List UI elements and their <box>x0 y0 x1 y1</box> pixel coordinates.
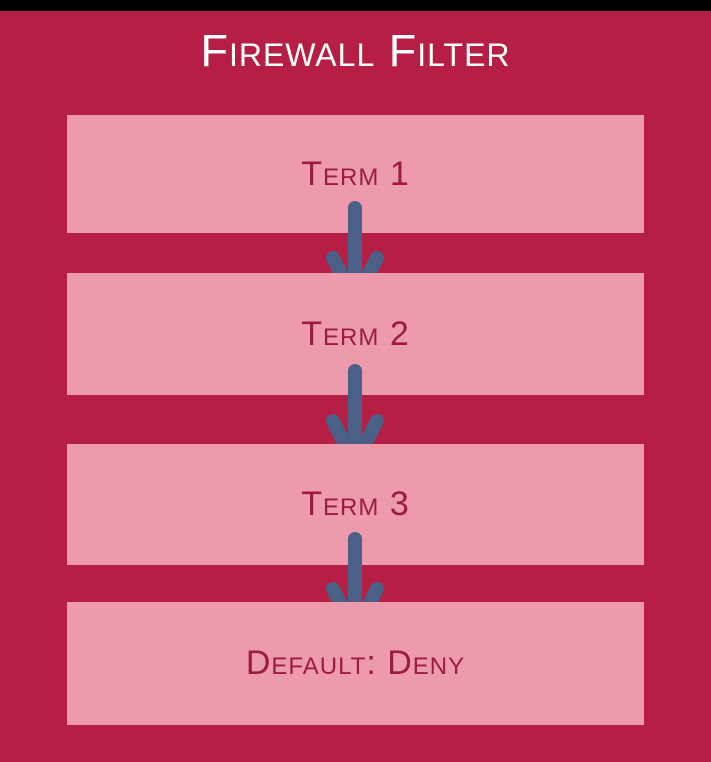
term-1-label: Term 1 <box>301 154 410 193</box>
term-2-label: Term 2 <box>301 314 410 353</box>
top-black-bar <box>0 0 711 11</box>
term-3-label: Term 3 <box>301 485 410 523</box>
default-deny-box: Default: Deny <box>67 602 644 725</box>
diagram-title: Firewall Filter <box>200 25 511 76</box>
default-deny-label: Default: Deny <box>245 644 466 682</box>
